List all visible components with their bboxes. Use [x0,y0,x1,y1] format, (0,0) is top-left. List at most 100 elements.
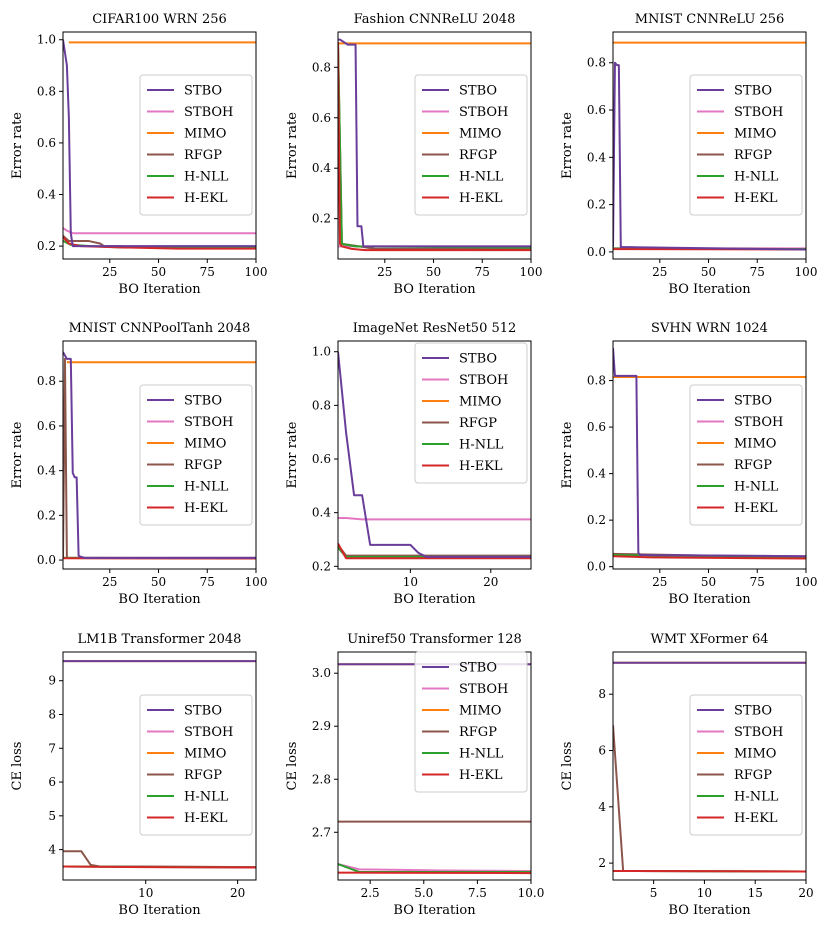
legend-label: H-EKL [184,501,228,516]
y-axis-label: Error rate [560,112,575,179]
y-tick-label: 0.4 [37,464,56,478]
legend-box [689,384,803,526]
y-tick-label: 0.4 [312,161,331,175]
legend-label: STBO [184,394,222,409]
chart-title: SVHN WRN 1024 [651,321,768,336]
x-tick-label: 50 [701,575,716,589]
legend-label: MIMO [734,747,776,762]
legend-label: H-NLL [734,480,779,495]
legend-label: STBO [184,84,222,99]
legend-label: MIMO [459,127,501,142]
y-tick-label: 0.6 [37,136,56,150]
y-tick-label: 0.8 [37,84,56,98]
series-line-stboh [338,863,531,872]
chart-title: WMT XFormer 64 [651,632,769,647]
y-tick-label: 0.6 [312,452,331,466]
series-group [63,39,256,250]
legend-label: STBOH [184,105,233,120]
legend-label: H-NLL [184,480,229,495]
y-tick-label: 2.9 [312,719,331,733]
legend-label: H-EKL [734,811,778,826]
y-tick-label: 4 [48,843,56,857]
x-axis-label: BO Iteration [118,592,201,607]
legend-label: STBO [459,84,497,99]
x-tick-label: 5 [650,886,658,900]
y-tick-label: 1.0 [37,33,56,47]
y-axis-label: Error rate [285,112,300,179]
series-line-rfgp [338,544,531,557]
legend-label: H-EKL [184,811,228,826]
x-axis-label: BO Iteration [118,903,201,918]
x-tick-label: 100 [795,575,818,589]
y-tick-label: 0.2 [37,508,56,522]
x-axis-label: BO Iteration [393,592,476,607]
y-tick-label: 6 [48,775,56,789]
chart-title: MNIST CNNReLU 256 [635,12,785,27]
legend-box [689,694,803,836]
series-line-stbo [63,39,256,248]
y-axis-label: CE loss [560,742,575,791]
legend-box [689,74,803,216]
series-line-stboh [63,227,256,235]
x-tick-label: 100 [795,265,818,279]
y-tick-label: 0.8 [587,56,606,70]
y-tick-label: 0.6 [587,420,606,434]
series-line-stboh [338,517,531,521]
legend-label: H-NLL [459,747,504,762]
y-tick-label: 7 [48,741,56,755]
x-tick-label: 75 [200,265,215,279]
x-axis-label: BO Iteration [118,282,201,297]
legend-label: STBO [459,352,497,367]
chart-title: LM1B Transformer 2048 [78,632,242,647]
x-tick-label: 75 [750,265,765,279]
legend-label: STBOH [459,373,508,388]
x-axis-label: BO Iteration [668,903,751,918]
axes-frame [612,31,807,260]
series-line-stbo [613,347,806,558]
y-tick-label: 0.2 [312,559,331,573]
series-line-stbo [63,351,256,559]
x-tick-label: 50 [151,575,166,589]
y-axis-label: Error rate [10,112,25,179]
legend-label: RFGP [459,725,497,740]
x-tick-label: 100 [245,265,268,279]
legend-label: STBO [459,661,497,676]
y-axis-label: CE loss [285,742,300,791]
series-group [338,351,531,560]
x-tick-label: 25 [652,265,667,279]
chart-title: Fashion CNNReLU 2048 [354,12,516,27]
series-line-h-ekl [338,42,531,252]
x-tick-label: 2.5 [361,886,380,900]
y-tick-label: 0.8 [37,374,56,388]
x-tick-label: 5.0 [414,886,433,900]
legend-label: H-NLL [734,170,779,185]
legend-box [414,342,528,484]
series-line-h-ekl [63,865,256,869]
x-tick-label: 10.0 [518,886,545,900]
axes-frame [612,340,807,570]
x-tick-label: 15 [748,886,763,900]
legend-label: RFGP [184,148,222,163]
series-group [613,661,806,873]
legend-label: MIMO [184,127,226,142]
legend-label: STBOH [184,415,233,430]
series-group [613,347,806,560]
y-tick-label: 0.8 [312,60,331,74]
y-tick-label: 0.4 [312,506,331,520]
y-tick-label: 0.4 [587,150,606,164]
x-tick-label: 10 [697,886,712,900]
legend-label: MIMO [184,437,226,452]
legend-label: STBO [184,704,222,719]
x-tick-label: 75 [750,575,765,589]
x-tick-label: 20 [230,886,245,900]
series-line-h-ekl [338,543,531,560]
legend-label: H-NLL [734,790,779,805]
legend-label: STBOH [734,725,783,740]
legend-label: STBOH [184,725,233,740]
